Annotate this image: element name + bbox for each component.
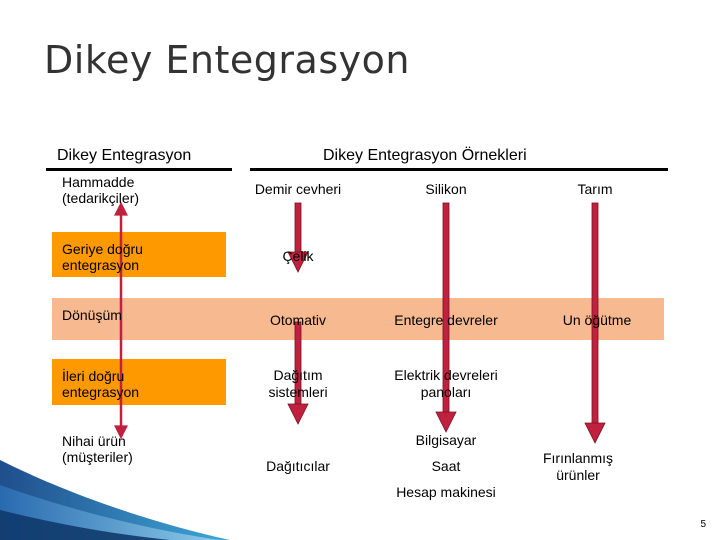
left-arrow-up-head bbox=[114, 201, 128, 216]
col3-transform: Un öğütme bbox=[562, 312, 632, 328]
left-arrow-down-head bbox=[114, 425, 128, 440]
stage-transformation: Dönüşüm bbox=[62, 307, 122, 323]
col2-final-3: Hesap makinesi bbox=[396, 484, 496, 500]
col1-mid: Çelik bbox=[282, 248, 314, 264]
page-title: Dikey Entegrasyon bbox=[44, 38, 410, 82]
right-header: Dikey Entegrasyon Örnekleri bbox=[323, 147, 527, 164]
stage-raw-material: Hammadde (tedarikçiler) bbox=[62, 174, 140, 206]
col2-top: Silikon bbox=[425, 181, 467, 197]
col2-transform: Entegre devreler bbox=[394, 312, 498, 328]
forward-integration-box bbox=[52, 359, 226, 405]
col3-final: Fırınlanmış ürünler bbox=[542, 450, 613, 483]
backward-integration-box bbox=[52, 232, 226, 277]
right-header-rule bbox=[250, 168, 668, 171]
col1-transform: Otomativ bbox=[269, 312, 326, 328]
stage-forward-integration: İleri doğru entegrasyon bbox=[62, 368, 140, 400]
col3-top: Tarım bbox=[577, 181, 613, 197]
transformation-band bbox=[52, 298, 664, 340]
col1-forward: Dağıtım sistemleri bbox=[268, 367, 328, 400]
col2-forward: Elektrik devreleri panoları bbox=[394, 367, 498, 400]
decorative-swoosh bbox=[0, 460, 230, 540]
col1-top: Demir cevheri bbox=[254, 181, 342, 197]
stage-final-product: Nihai ürün (müşteriler) bbox=[62, 433, 133, 465]
col1-final: Dağıtıcılar bbox=[266, 458, 330, 474]
left-header-rule bbox=[46, 168, 232, 171]
stage-backward-integration: Geriye doğru entegrasyon bbox=[62, 241, 143, 273]
col2-final-2: Saat bbox=[431, 458, 461, 474]
col2-final-1: Bilgisayar bbox=[415, 432, 477, 448]
page-number: 5 bbox=[700, 519, 706, 530]
left-header: Dikey Entegrasyon bbox=[57, 147, 192, 164]
